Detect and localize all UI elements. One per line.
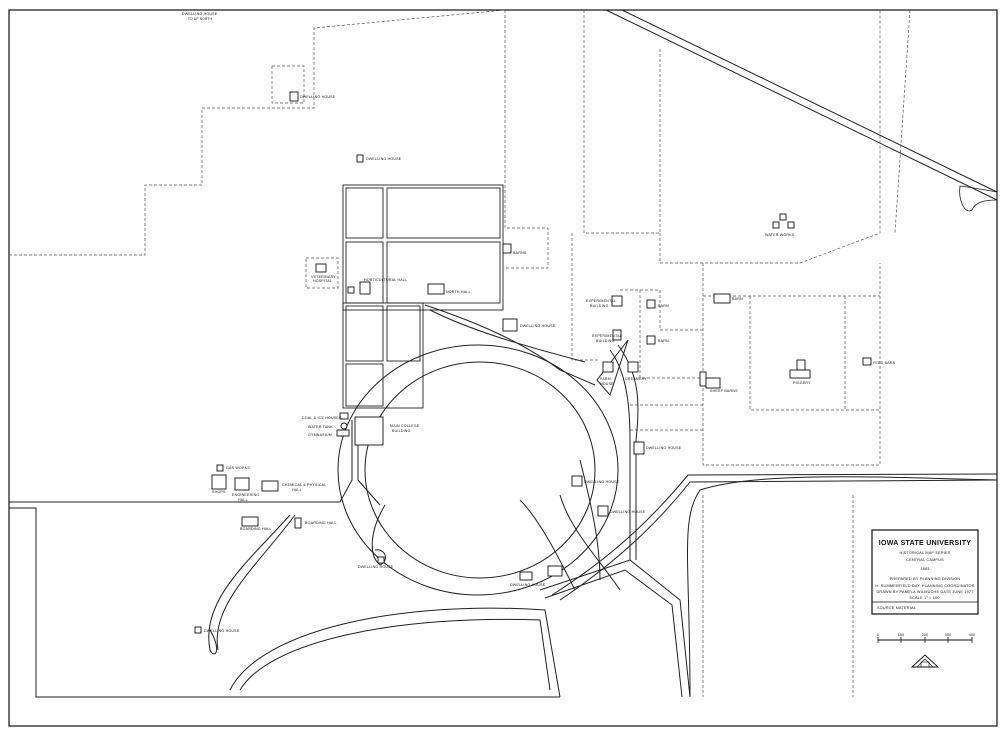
title-block-year: 1883 [920,567,929,571]
label-experimental-building-2: EXPERIMENTAL [592,334,622,338]
label-farm: FARM [600,377,611,381]
label-dwelling-house-4: DWELLING HOUSE [646,446,682,450]
label-chem-phys: CHEMICAL & PHYSICAL [282,483,326,487]
property-lines [9,9,911,697]
label-house: HOUSE [600,382,614,386]
title-block-series: HISTORICAL MAP SERIES [900,551,951,555]
label-dwelling-house-9: DWELLING HOUSE [204,629,240,633]
label-sheep-barns: SHEEP BARNS [710,389,738,393]
label-dwelling-house-6: DWELLING HOUSE [610,510,646,514]
label-barn-2: BARN [658,339,669,343]
label-barn-3: BARN [732,297,743,301]
north-logo-icon [910,654,940,668]
label-water-works: WATER WORKS [765,233,795,237]
label-to-north: TO UP NORTH [188,17,212,21]
label-main-college: MAIN COLLEGE [390,424,420,428]
label-coal-ice: COAL & ICE HOUSES [302,416,342,420]
label-dwelling-house-1: DWELLING HOUSE [300,95,336,99]
railroad [605,9,998,212]
title-block: IOWA STATE UNIVERSITY HISTORICAL MAP SER… [871,529,979,615]
label-engineering: ENGINEERING [232,493,259,497]
label-dwelling-house-8: DWELLING HOUSE [358,565,394,569]
label-north-hall: NORTH HALL [446,290,471,294]
label-piggery: PIGGERY [793,381,811,385]
label-main-college-2: BUILDING [392,429,411,433]
label-horticultural-hall: HORTICULTURAL HALL [364,278,407,282]
title-block-scale: SCALE 1" = 100' [909,596,940,600]
scale-tick-200: 200 [922,633,929,637]
scale-tick-0: 0 [877,633,879,637]
label-feed-barn: FEED BARN [873,361,896,365]
map-border [8,9,998,727]
label-dwelling-house-7: DWELLING HOUSE [510,583,546,587]
title-block-prepared: PREPARED BY PLANNING DIVISION [890,577,961,581]
scale-tick-100: 100 [898,633,905,637]
label-building-2: BUILDING [596,339,615,343]
title-block-drawn: DRAWN BY PAMELA WILMUCHE DATE JUNE 1977 [876,590,973,594]
label-creamery: CREAMERY [625,377,647,381]
creek [687,476,998,698]
map-labels: DWELLING HOUSE TO UP NORTH DWELLING HOUS… [182,12,896,633]
title-block-source: SOURCE MATERIAL [877,606,916,610]
title-block-title: IOWA STATE UNIVERSITY [879,540,972,547]
scale-tick-400: 400 [969,633,976,637]
label-veterinary: VETERINARY [311,275,336,279]
label-water-tank: WATER TANK [308,425,333,429]
label-dwelling-house-5: DWELLING HOUSE [584,480,620,484]
roads [9,304,998,698]
label-shops: SHOPS [212,490,226,494]
label-dwelling-house-2: DWELLING HOUSE [366,157,402,161]
label-boarding-hall-1: BOARDING HALL [240,527,272,531]
label-dwelling-house-3: DWELLING HOUSE [520,324,556,328]
campus-grid [342,184,504,409]
title-block-coordinator: H. SUMMERFIELD DAY, PLANNING COORDINATOR [875,584,974,588]
scale-tick-300: 300 [945,633,952,637]
title-block-area: CENTRAL CAMPUS [906,558,944,562]
scale-bar: 0 100 200 300 400 [877,633,976,668]
label-gas-works: GAS WORKS [226,466,250,470]
label-engineering-hall: HALL [238,498,248,502]
label-building-1: BUILDING [590,304,609,308]
label-barn-1: BARN [658,304,669,308]
label-hospital: HOSPITAL [313,279,332,283]
buildings [194,91,872,634]
label-experimental-building-1: EXPERIMENTAL [586,299,616,303]
label-gymnasium: GYMNASIUM [308,433,332,437]
label-barns: BARNS [513,251,527,255]
label-boarding-hall-2: BOARDING HALL [305,521,337,525]
label-chem-phys-hall: HALL [292,488,302,492]
label-dwelling-house-north: DWELLING HOUSE [182,12,218,16]
